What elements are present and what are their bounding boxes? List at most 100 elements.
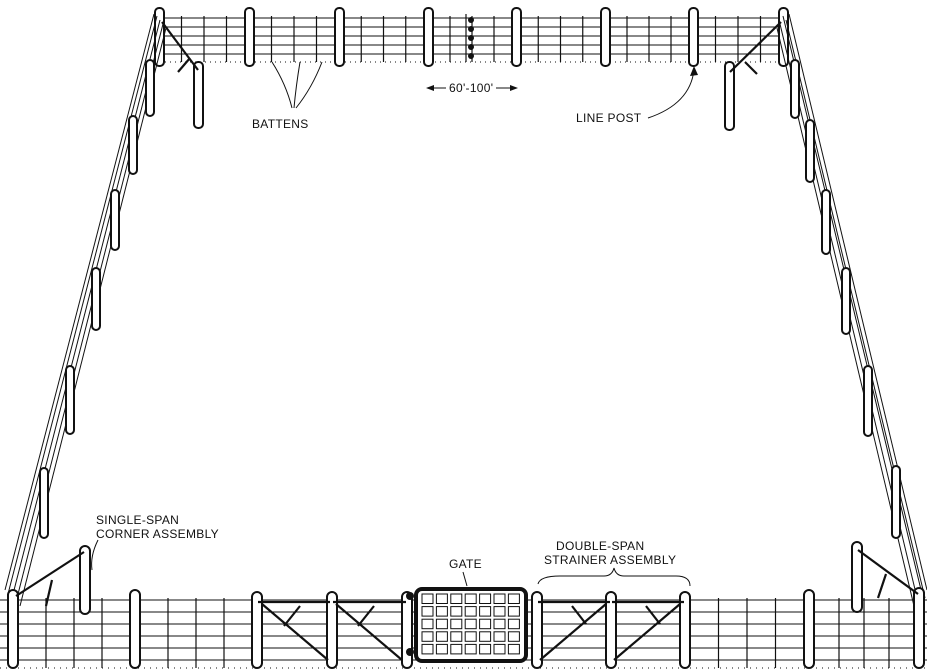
left-corner-assembly — [7, 545, 91, 669]
back-line-post — [334, 7, 345, 67]
strainer-post — [251, 591, 263, 669]
gate-mesh-cell — [435, 606, 448, 617]
corner-assembly-leader — [91, 539, 99, 571]
gate-mesh-cell — [479, 593, 492, 604]
battens-label: BATTENS — [252, 117, 309, 131]
strainer-label-line1: DOUBLE-SPAN — [556, 539, 644, 553]
side-line-post — [39, 467, 49, 539]
gate-mesh-cell — [435, 631, 448, 642]
gate-mesh-cell — [493, 618, 506, 630]
front-fence — [0, 541, 927, 669]
side-line-post — [841, 267, 851, 335]
gate[interactable] — [406, 587, 528, 663]
strainer-post — [326, 591, 338, 669]
battens-leader — [293, 61, 301, 109]
line-post-leader — [647, 69, 695, 119]
corner-brace-post — [851, 541, 863, 613]
brace-post — [724, 61, 735, 131]
gate-mesh-cell — [507, 606, 520, 617]
gate-mesh-cell — [435, 618, 448, 630]
gate-mesh-cell — [479, 631, 492, 642]
gate-mesh-cell — [464, 606, 477, 617]
gate-mesh-cell — [435, 593, 448, 604]
gate-mesh-cell — [464, 643, 477, 655]
corner-brace-post — [79, 545, 91, 615]
side-line-post — [863, 365, 873, 437]
span-distance-label: 60'-100' — [449, 81, 493, 95]
left-side-fence — [4, 13, 167, 607]
side-line-post — [145, 59, 155, 117]
strainer-bracket — [537, 567, 691, 587]
line-post-label: LINE POST — [576, 111, 642, 125]
side-line-post — [65, 365, 75, 435]
back-fence — [154, 7, 789, 131]
back-line-post — [600, 7, 611, 67]
strainer-post — [605, 591, 617, 669]
corner-post — [7, 589, 19, 669]
gate-mesh-cell — [450, 643, 463, 655]
gate-mesh-cell — [464, 593, 477, 604]
gate-mesh-cell — [479, 618, 492, 630]
gate-mesh-cell — [421, 643, 434, 655]
gate-mesh-cell — [450, 631, 463, 642]
gate-mesh-cell — [421, 631, 434, 642]
side-line-post — [91, 267, 101, 331]
gate-mesh-cell — [450, 606, 463, 617]
right-side-fence — [776, 13, 927, 607]
gate-mesh-cell — [479, 606, 492, 617]
corner-post — [913, 587, 925, 669]
corner-assembly-label-line2: CORNER ASSEMBLY — [96, 527, 219, 541]
gate-label: GATE — [449, 557, 482, 571]
back-line-post-labeled — [688, 7, 699, 67]
gate-mesh-cell — [479, 643, 492, 655]
strainer-label-line2: STRAINER ASSEMBLY — [544, 553, 676, 567]
back-line-post — [423, 7, 434, 67]
side-line-post — [110, 189, 120, 251]
back-line-post — [511, 7, 522, 67]
side-line-post — [805, 119, 815, 183]
gate-mesh-cell — [493, 643, 506, 655]
gate-mesh-cell — [450, 593, 463, 604]
battens-leader — [271, 61, 293, 109]
front-line-post — [129, 589, 141, 669]
back-line-posts — [154, 7, 789, 67]
strainer-post — [531, 591, 543, 669]
corner-assembly-label-line1: SINGLE-SPAN — [96, 513, 179, 527]
side-line-post — [821, 189, 831, 255]
gate-mesh-cell — [493, 631, 506, 642]
double-span-strainer-assembly — [531, 591, 691, 669]
gate-mesh-cell — [421, 606, 434, 617]
gate-mesh — [421, 593, 520, 655]
gate-mesh-cell — [507, 618, 520, 630]
gate-mesh-cell — [435, 643, 448, 655]
gate-mesh-cell — [493, 606, 506, 617]
back-fence-battens — [180, 16, 762, 62]
side-line-post — [891, 465, 901, 539]
gate-mesh-cell — [464, 631, 477, 642]
back-line-post — [244, 7, 255, 67]
brace-post — [193, 61, 204, 129]
strainer-post — [401, 591, 413, 669]
gate-mesh-cell — [507, 631, 520, 642]
side-line-post — [128, 115, 138, 175]
left-strainer-assembly — [251, 591, 413, 669]
strainer-post — [679, 591, 691, 669]
gate-mesh-cell — [421, 618, 434, 630]
right-corner-assembly — [851, 541, 925, 669]
back-right-corner-brace — [724, 21, 782, 131]
gate-leader — [462, 571, 468, 587]
front-fence-battens — [45, 598, 890, 668]
gate-mesh-cell — [450, 618, 463, 630]
wire-insulators — [465, 14, 474, 62]
annotations: BATTENS 60'-100' LINE POST SINGLE-SPAN C… — [91, 61, 698, 587]
gate-mesh-cell — [507, 593, 520, 604]
gate-mesh-cell — [493, 593, 506, 604]
gate-mesh-cell — [464, 618, 477, 630]
front-line-post — [803, 589, 815, 669]
back-left-corner-brace — [161, 21, 204, 129]
battens-leader — [295, 61, 323, 109]
side-line-post — [790, 59, 800, 119]
gate-mesh-cell — [507, 643, 520, 655]
